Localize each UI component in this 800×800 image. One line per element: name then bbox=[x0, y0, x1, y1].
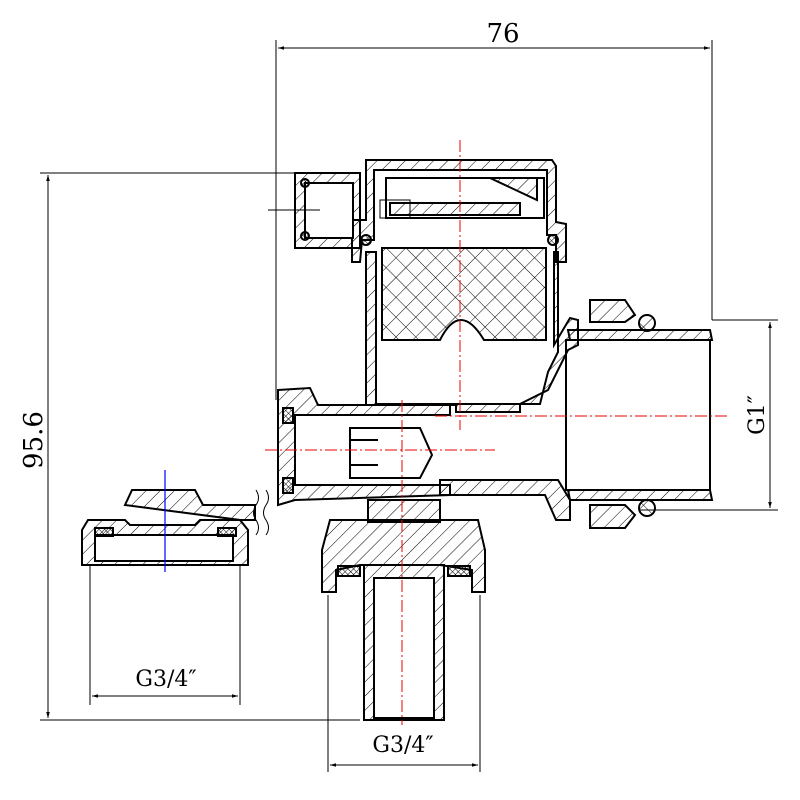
dimension-76-label: 76 bbox=[486, 19, 519, 49]
dimension-hose-label: G3/4″ bbox=[372, 733, 433, 758]
air-vent-valve bbox=[268, 172, 559, 249]
detail-nut bbox=[81, 489, 269, 566]
outlet-connector bbox=[439, 299, 714, 529]
valve-cap bbox=[348, 159, 567, 263]
dimension-nut-label: G3/4″ bbox=[135, 667, 196, 692]
hose-connector bbox=[321, 499, 486, 721]
center-lines bbox=[164, 140, 730, 725]
inlet-check-valve bbox=[277, 386, 451, 507]
float-chamber bbox=[365, 247, 579, 413]
dimension-g1-label: G1″ bbox=[745, 395, 770, 435]
dimension-nut: G3/4″ bbox=[89, 565, 241, 705]
dimension-outlet: G1″ bbox=[640, 319, 778, 511]
dimension-width: 76 bbox=[275, 19, 713, 400]
dimension-95-6-label: 95.6 bbox=[19, 411, 49, 469]
dimension-hose: G3/4″ bbox=[327, 595, 481, 772]
dimension-height: 95.6 bbox=[19, 172, 360, 721]
